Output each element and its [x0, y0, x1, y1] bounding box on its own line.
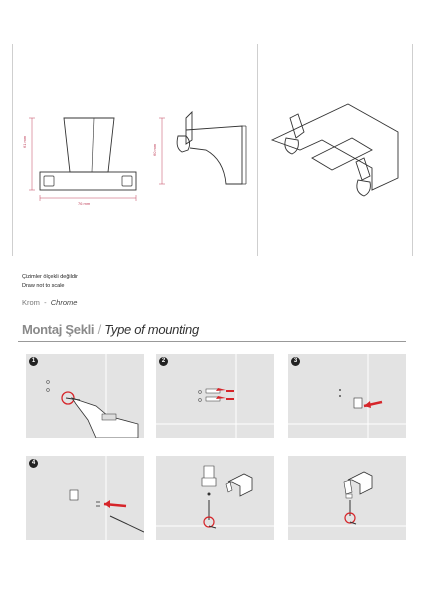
step-number-3: 3 — [291, 357, 300, 366]
step-panel-4: 4 — [26, 456, 144, 540]
step-number-2: 2 — [159, 357, 168, 366]
height-dimension-label-left: 61 mm — [22, 135, 27, 148]
step-number-4: 4 — [29, 459, 38, 468]
mounting-title: Montaj Şekli / Type of mounting — [22, 322, 199, 337]
mounting-title-separator: / — [97, 322, 102, 337]
step-panel-5 — [156, 456, 274, 540]
scale-note-en: Draw not to scale — [22, 283, 65, 289]
height-dimension-label-side: 60 mm — [152, 143, 157, 156]
step-panel-3: 3 — [288, 354, 406, 438]
divider-left — [12, 44, 13, 256]
finish-dash: - — [44, 298, 47, 307]
width-dimension-label: 76 mm — [78, 201, 91, 206]
front-view-drawing — [29, 103, 399, 201]
step-number-1: 1 — [29, 357, 38, 366]
finish-en: Chrome — [50, 298, 78, 307]
mounting-title-tr: Montaj Şekli — [22, 322, 95, 337]
divider-right — [412, 44, 413, 256]
divider-middle — [257, 44, 258, 256]
mounting-title-rule — [18, 341, 406, 342]
mounting-title-en: Type of mounting — [104, 322, 199, 337]
isometric-view-drawing — [270, 103, 399, 197]
finish-label: Krom - Chrome — [22, 298, 77, 307]
step-panel-1: 1 — [26, 354, 144, 438]
step-panel-6 — [288, 456, 406, 540]
scale-note-tr: Çizimler ölçekli değildir — [22, 274, 78, 280]
finish-tr: Krom — [22, 298, 40, 307]
step-panel-2: 2 — [156, 354, 274, 438]
